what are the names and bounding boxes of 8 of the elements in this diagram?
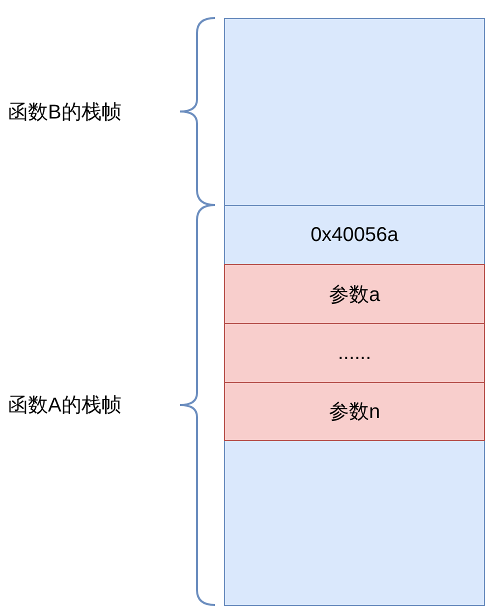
frame-label: 函数B的栈帧 bbox=[8, 100, 122, 125]
stack-frame-area bbox=[224, 440, 485, 606]
stack-slot: 参数a bbox=[224, 264, 485, 324]
stack-slot: 参数n bbox=[224, 382, 485, 441]
stack-frame-area bbox=[224, 18, 485, 206]
frame-label: 函数A的栈帧 bbox=[8, 394, 122, 418]
stack-slot: ...... bbox=[224, 323, 485, 383]
stack-slot: 0x40056a bbox=[224, 205, 485, 265]
